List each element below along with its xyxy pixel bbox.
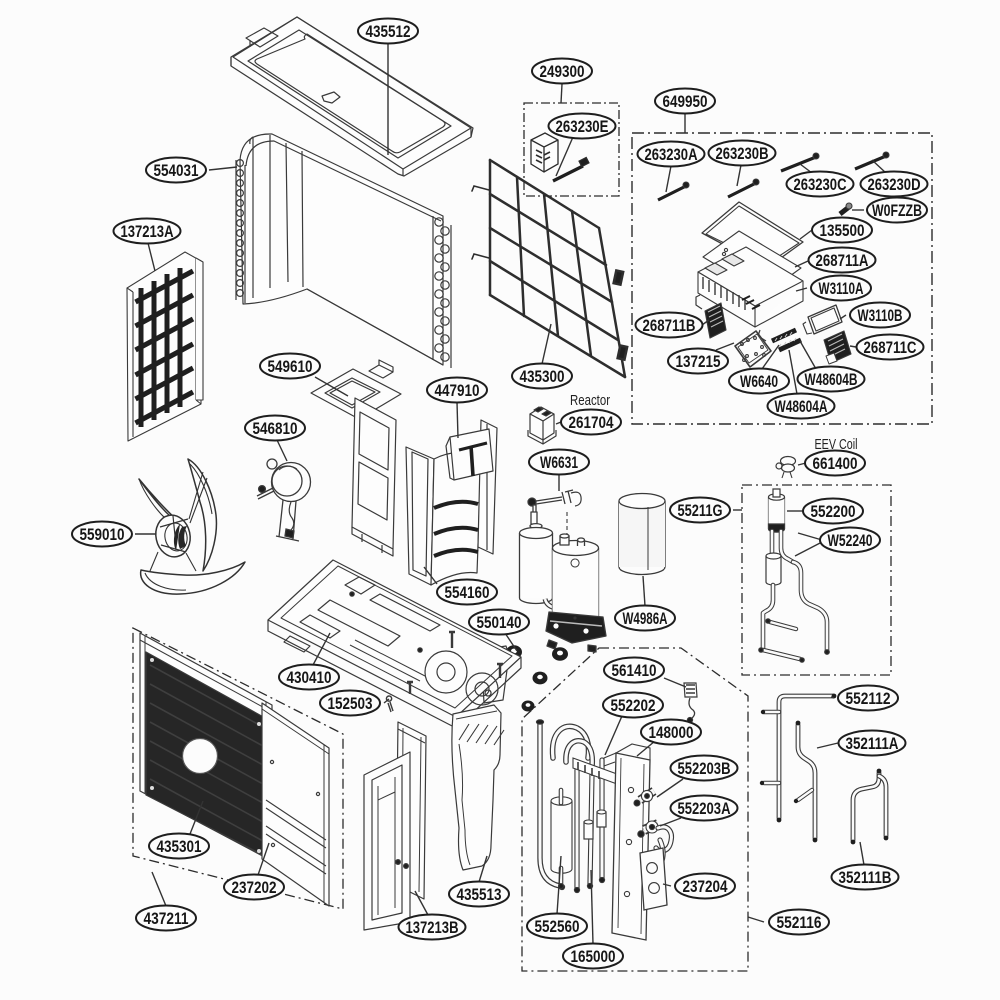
svg-text:W48604A: W48604A <box>775 397 828 416</box>
svg-text:152503: 152503 <box>328 694 373 713</box>
svg-text:237202: 237202 <box>232 878 277 897</box>
svg-text:263230D: 263230D <box>868 175 921 194</box>
svg-text:W4986A: W4986A <box>623 609 668 628</box>
svg-text:137215: 137215 <box>676 352 721 371</box>
svg-text:435300: 435300 <box>520 367 565 386</box>
svg-text:135500: 135500 <box>820 221 865 240</box>
svg-text:352111B: 352111B <box>839 868 892 887</box>
svg-text:W0FZZB: W0FZZB <box>872 201 922 220</box>
svg-text:552116: 552116 <box>777 913 822 932</box>
svg-text:137213B: 137213B <box>406 918 459 937</box>
svg-text:430410: 430410 <box>287 668 332 687</box>
svg-text:268711C: 268711C <box>864 338 917 357</box>
svg-text:165000: 165000 <box>571 947 616 966</box>
svg-text:435512: 435512 <box>366 22 411 41</box>
svg-text:137213A: 137213A <box>121 222 174 241</box>
svg-text:EEV Coil: EEV Coil <box>815 437 858 453</box>
svg-text:W48604B: W48604B <box>805 370 858 389</box>
svg-text:W3110B: W3110B <box>858 306 903 325</box>
svg-text:559010: 559010 <box>80 525 125 544</box>
svg-text:237204: 237204 <box>683 877 728 896</box>
svg-text:546810: 546810 <box>253 419 298 438</box>
svg-text:661400: 661400 <box>813 454 858 473</box>
svg-text:55211G: 55211G <box>678 501 723 520</box>
svg-text:552560: 552560 <box>535 917 580 936</box>
svg-text:263230A: 263230A <box>645 145 698 164</box>
svg-text:554031: 554031 <box>154 161 199 180</box>
svg-text:Reactor: Reactor <box>570 393 610 409</box>
svg-text:268711A: 268711A <box>816 251 869 270</box>
svg-text:352111A: 352111A <box>846 734 899 753</box>
svg-text:552202: 552202 <box>611 696 656 715</box>
svg-text:554160: 554160 <box>445 583 490 602</box>
svg-text:550140: 550140 <box>477 613 522 632</box>
svg-text:263230C: 263230C <box>794 175 847 194</box>
svg-text:552112: 552112 <box>846 689 891 708</box>
svg-text:268711B: 268711B <box>643 316 696 335</box>
svg-text:552203A: 552203A <box>678 799 731 818</box>
svg-text:437211: 437211 <box>144 909 189 928</box>
svg-text:W52240: W52240 <box>828 531 873 550</box>
svg-text:552203B: 552203B <box>678 759 731 778</box>
svg-text:263230E: 263230E <box>556 117 609 136</box>
svg-text:435513: 435513 <box>457 885 502 904</box>
svg-text:549610: 549610 <box>268 357 313 376</box>
svg-text:649950: 649950 <box>663 92 708 111</box>
svg-text:249300: 249300 <box>540 62 585 81</box>
svg-text:261704: 261704 <box>569 413 614 432</box>
svg-text:148000: 148000 <box>649 723 694 742</box>
svg-text:552200: 552200 <box>811 502 856 521</box>
svg-text:W3110A: W3110A <box>819 279 864 298</box>
svg-text:561410: 561410 <box>612 661 657 680</box>
svg-text:435301: 435301 <box>157 837 202 856</box>
svg-text:W6640: W6640 <box>740 372 778 391</box>
svg-text:263230B: 263230B <box>716 144 769 163</box>
svg-text:W6631: W6631 <box>540 453 578 472</box>
svg-text:447910: 447910 <box>435 381 480 400</box>
